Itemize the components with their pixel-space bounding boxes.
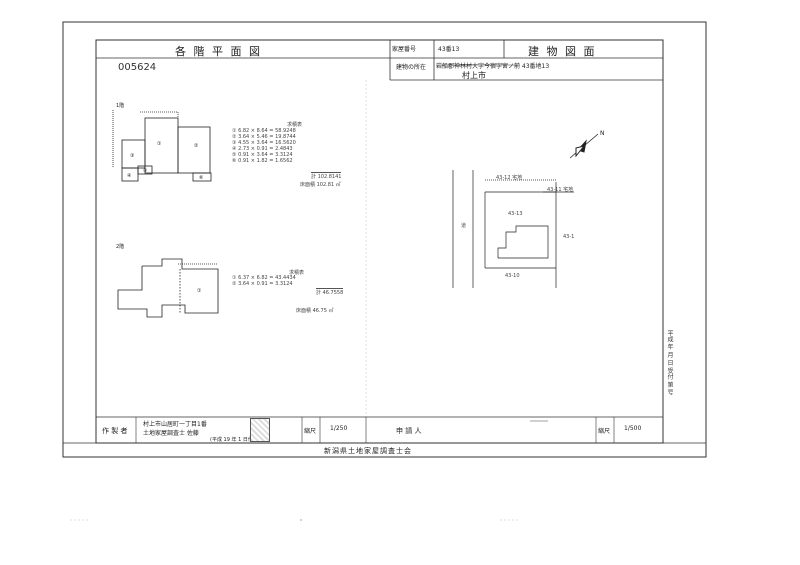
scale-value-left: 1/250 (330, 425, 348, 432)
floor2-area-title: 求積表 (289, 270, 305, 276)
floor1-plan (112, 110, 212, 182)
document-number: 005624 (118, 62, 157, 73)
scale-value-right: 1/500 (624, 425, 642, 432)
site-road: 道 (461, 223, 467, 229)
floor2-label: 2階 (116, 244, 125, 250)
floor1-row: ① 6.82 × 8.64 = 58.9248 (232, 128, 296, 134)
floor1-row: ⑥ 0.91 × 1.82 = 1.6562 (232, 158, 293, 164)
floor1-row: ② 3.64 × 5.46 = 19.8744 (232, 134, 296, 140)
svg-text:④: ④ (127, 173, 132, 179)
seal-stamp (250, 418, 270, 442)
floor2-area-total: 床面積 46.75 ㎡ (296, 308, 334, 314)
floor1-area-total: 床面積 102.81 ㎡ (300, 182, 341, 188)
floor2-plan (117, 258, 219, 318)
floor2-row: ② 3.64 × 0.91 = 3.3124 (232, 281, 293, 287)
floor1-area-title: 求積表 (287, 122, 303, 128)
location-value: 岩船郡神林村大字今宿字宮ノ前 43番地13 (436, 63, 550, 70)
scale-label-right: 縮尺 (598, 428, 611, 435)
floor2-area-table: ① 6.37 × 6.82 = 43.4434 ② 3.64 × 0.91 = … (232, 275, 296, 287)
maker-address: 村上市山居町一丁目1番 (143, 421, 207, 428)
applicant-label: 申 請 人 (396, 427, 422, 435)
floor1-sum: 計 102.8141 (311, 172, 342, 180)
site-main-lot: 43-13 (508, 211, 523, 217)
svg-text:⑤: ⑤ (143, 168, 147, 174)
svg-text:①: ① (197, 288, 202, 294)
floor1-row: ④ 2.73 × 0.91 = 2.4843 (232, 146, 293, 152)
house-number-value: 43番13 (438, 46, 460, 53)
outer-border (62, 21, 707, 458)
north-arrow-icon: N (569, 130, 605, 159)
floor1-row: ③ 4.55 × 3.64 = 16.5620 (232, 140, 296, 146)
floor2-row: ① 6.37 × 6.82 = 43.4434 (232, 275, 296, 281)
association-name: 新潟県土地家屋調査士会 (324, 447, 412, 455)
site-plan (452, 170, 574, 288)
site-neighbor-lot: 43-11 宅地 (547, 187, 574, 193)
svg-text:②: ② (194, 143, 199, 149)
site-top-lot: 43-12 宅地 (496, 175, 523, 181)
inner-border (95, 39, 664, 444)
svg-text:N: N (600, 130, 605, 137)
building-plan-title: 建 物 図 面 (528, 45, 597, 58)
floor1-area-table: ① 6.82 × 8.64 = 58.9248 ② 3.64 × 5.46 = … (232, 128, 296, 164)
location-label: 建物の所在 (396, 64, 427, 71)
location-correction: 村上市 (462, 71, 486, 80)
svg-text:①: ① (157, 141, 162, 147)
site-bottom-lot: 43-10 (505, 273, 520, 279)
scale-label-left: 縮尺 (304, 428, 317, 435)
reception-stamp: 平成 年 月 日 受付 第 号 (666, 330, 673, 396)
maker-date: (平成 19 年 1 日作成) (210, 437, 260, 443)
house-number-label: 家屋番号 (392, 46, 417, 53)
floor1-row: ⑤ 0.91 × 3.64 = 3.3124 (232, 152, 293, 158)
maker-name: 土地家屋調査士 佐藤 (143, 430, 199, 437)
maker-label: 作 製 者 (102, 427, 128, 435)
floor-plan-title: 各 階 平 面 図 (175, 45, 262, 58)
floor1-label: 1階 (116, 103, 125, 109)
svg-text:③: ③ (130, 153, 134, 159)
floor2-sum: 計 46.7558 (316, 288, 344, 296)
svg-text:⑥: ⑥ (199, 175, 204, 181)
site-right-lot: 43-1 (563, 234, 575, 240)
